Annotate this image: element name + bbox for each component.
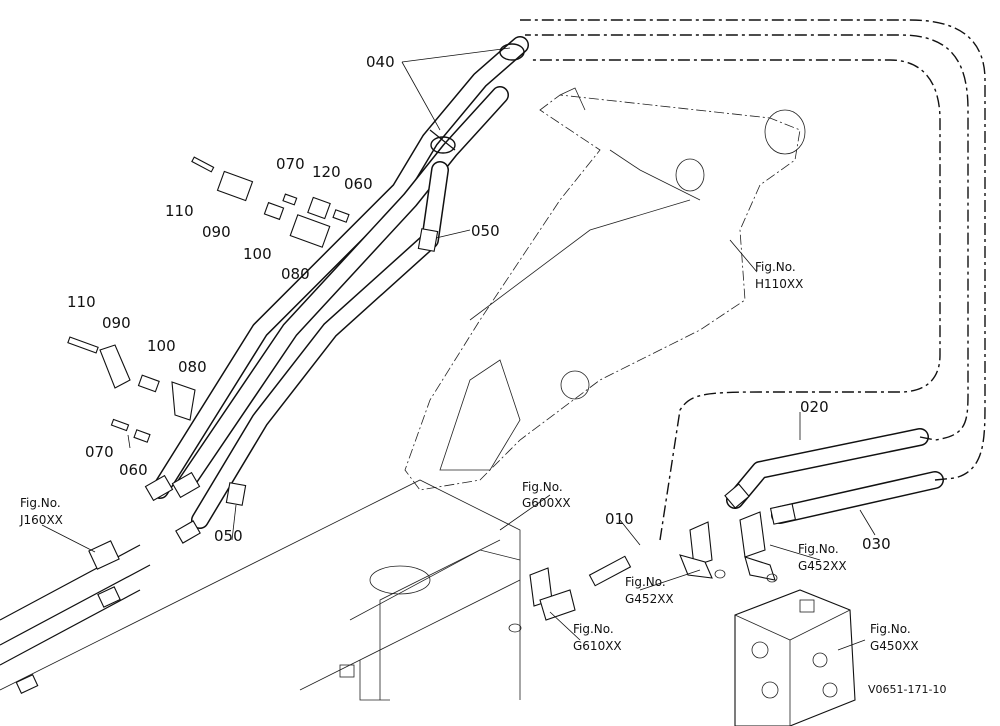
hose-fittings <box>144 471 797 587</box>
clamp-parts-upper <box>191 156 439 252</box>
clamp-parts-lower <box>67 336 247 506</box>
callout-110-lower: 110 <box>67 293 96 311</box>
figref-h110-label: Fig.No. <box>755 260 796 274</box>
figref-h110: H110XX <box>755 277 803 291</box>
hose-020 <box>525 34 969 541</box>
callout-070-upper: 070 <box>276 155 305 173</box>
callout-labels: 040 070 120 060 110 090 100 080 050 110 … <box>67 53 891 553</box>
callout-050-lower: 050 <box>214 527 243 545</box>
callout-040: 040 <box>366 53 395 71</box>
callout-100-upper: 100 <box>243 245 272 263</box>
callout-010: 010 <box>605 510 634 528</box>
callout-090-lower: 090 <box>102 314 131 332</box>
figref-g610: G610XX <box>573 639 622 653</box>
figref-g610-label: Fig.No. <box>573 622 614 636</box>
figure-references: Fig.No. H110XX Fig.No. J160XX Fig.No. G6… <box>19 260 919 653</box>
callout-080-upper: 080 <box>281 265 310 283</box>
figref-g600-label: Fig.No. <box>522 480 563 494</box>
callout-060-lower: 060 <box>119 461 148 479</box>
callout-090-upper: 090 <box>202 223 231 241</box>
callout-100-lower: 100 <box>147 337 176 355</box>
figref-g600: G600XX <box>522 496 571 510</box>
cylinder-left <box>0 540 151 694</box>
hose-030 <box>520 19 986 524</box>
callout-020: 020 <box>800 398 829 416</box>
leader-lines <box>41 47 876 651</box>
control-valve <box>734 589 856 726</box>
figref-g450: G450XX <box>870 639 919 653</box>
callout-030: 030 <box>862 535 891 553</box>
figref-g452b: G452XX <box>798 559 847 573</box>
callout-070-lower: 070 <box>85 443 114 461</box>
boom-arm <box>0 87 806 701</box>
figref-j160: J160XX <box>19 513 63 527</box>
figref-g452a-label: Fig.No. <box>625 575 666 589</box>
callout-050-upper: 050 <box>471 222 500 240</box>
callout-080-lower: 080 <box>178 358 207 376</box>
boom-hoses <box>151 36 529 529</box>
callout-120: 120 <box>312 163 341 181</box>
figref-g450-label: Fig.No. <box>870 622 911 636</box>
callout-110-upper: 110 <box>165 202 194 220</box>
figref-g452b-label: Fig.No. <box>798 542 839 556</box>
figref-g452a: G452XX <box>625 592 674 606</box>
figref-j160-label: Fig.No. <box>20 496 61 510</box>
elbow-fittings <box>508 511 778 633</box>
callout-060-upper: 060 <box>344 175 373 193</box>
drawing-code: V0651-171-10 <box>868 683 946 696</box>
